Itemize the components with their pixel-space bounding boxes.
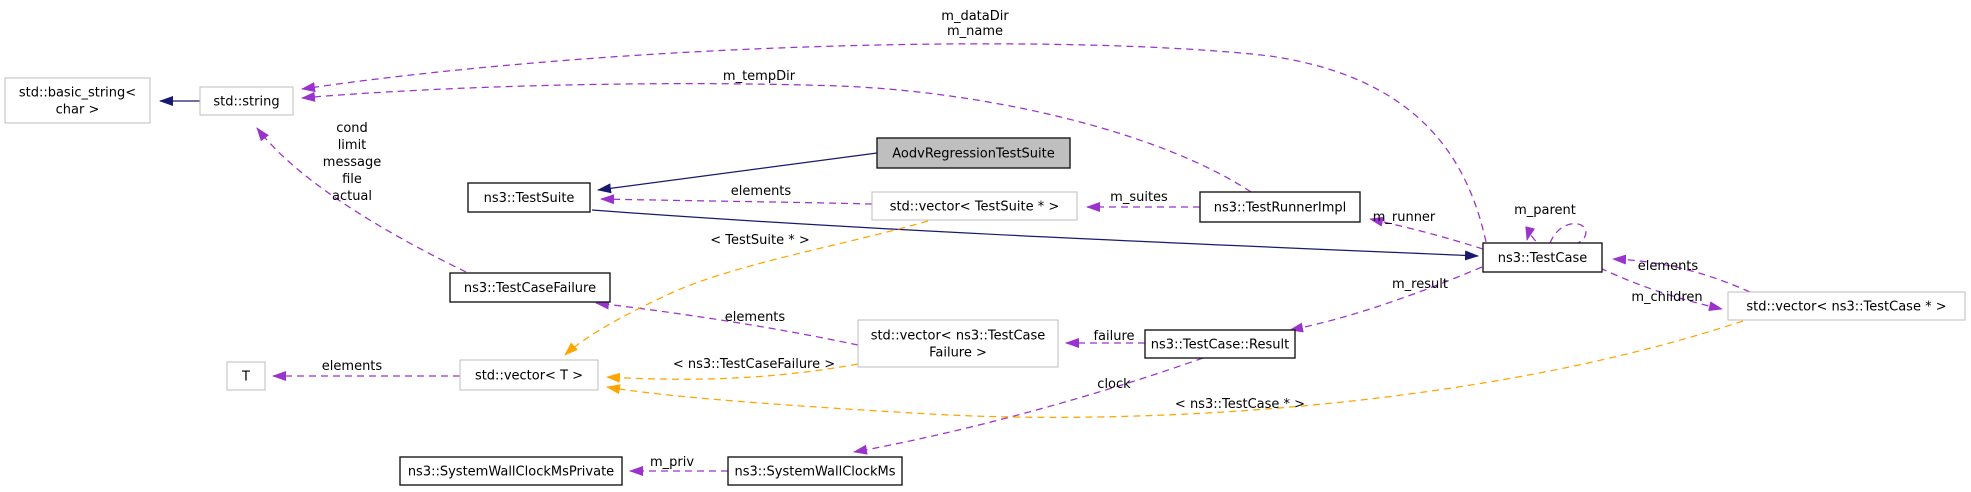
- edge-usage-elements-testcase: [1612, 254, 1751, 293]
- class-node-ns3-system-wall-clock-ms-private[interactable]: ns3::SystemWallClockMsPrivate: [399, 456, 623, 486]
- label-m-priv: m_priv: [650, 455, 694, 470]
- class-node-aodv-regression-test-suite: AodvRegressionTestSuite: [876, 137, 1071, 169]
- class-node-std-vector-t: std::vector< T >: [459, 359, 599, 391]
- class-node-std-basic-string: std::basic_string<char >: [4, 77, 151, 124]
- class-node-label-std-vector-ns3-testcasefailure: Failure >: [929, 346, 987, 361]
- class-node-box-ns3-test-case[interactable]: [1482, 242, 1603, 273]
- edge-template-ns3-testcasefailure: [606, 363, 859, 383]
- class-node-label-ns3-test-case-failure: ns3::TestCaseFailure: [464, 281, 596, 296]
- class-node-label-std-vector-ns3-testcase-ptr: std::vector< ns3::TestCase * >: [1746, 300, 1946, 315]
- edge-inherit-testsuite-testcase: [591, 209, 1479, 261]
- label-cond-limit-message-file-actual: limit: [338, 138, 367, 153]
- class-node-label-std-vector-t: std::vector< T >: [475, 369, 583, 384]
- edge-usage-elements-testsuite: [600, 194, 873, 205]
- class-node-box-ns3-system-wall-clock-ms[interactable]: [727, 456, 903, 486]
- class-node-box-ns3-test-case-failure[interactable]: [449, 272, 611, 303]
- edge-template-testsuite-ptr: [564, 220, 929, 356]
- class-node-std-vector-testsuite-ptr: std::vector< TestSuite * >: [871, 191, 1078, 221]
- class-node-ns3-test-case-result[interactable]: ns3::TestCase::Result: [1144, 329, 1296, 359]
- edge-usage-m-result: [1289, 266, 1483, 333]
- class-node-ns3-test-case[interactable]: ns3::TestCase: [1482, 242, 1603, 273]
- label-failure: failure: [1093, 329, 1134, 344]
- diagram-edges: [159, 43, 1751, 476]
- edge-inherit-aodv-testsuite: [597, 152, 878, 194]
- class-node-box-template-t: [226, 361, 266, 391]
- edge-usage-elements-testcasefailure: [595, 299, 859, 346]
- class-node-label-aodv-regression-test-suite: AodvRegressionTestSuite: [892, 147, 1054, 162]
- class-node-std-string: std::string: [199, 86, 294, 116]
- edge-usage-cond-limit-message-file-actual: [256, 127, 467, 273]
- class-node-box-std-vector-ns3-testcasefailure: [857, 319, 1059, 368]
- class-node-label-std-vector-ns3-testcasefailure: std::vector< ns3::TestCase: [871, 329, 1046, 344]
- class-node-ns3-system-wall-clock-ms[interactable]: ns3::SystemWallClockMs: [727, 456, 903, 486]
- label-cond-limit-message-file-actual: file: [342, 172, 362, 187]
- class-node-box-std-vector-testsuite-ptr: [871, 191, 1078, 221]
- class-node-label-std-string: std::string: [213, 95, 279, 110]
- label-m-dataDir-m-name: m_name: [947, 24, 1003, 39]
- class-node-label-std-vector-testsuite-ptr: std::vector< TestSuite * >: [890, 200, 1060, 215]
- label-m-tempDir: m_tempDir: [723, 69, 796, 84]
- label-cond-limit-message-file-actual: actual: [332, 189, 372, 204]
- label-template-testcasefailure: < ns3::TestCaseFailure >: [673, 357, 835, 372]
- class-node-box-ns3-test-runner-impl[interactable]: [1199, 191, 1361, 223]
- class-node-label-std-basic-string: std::basic_string<: [19, 86, 136, 101]
- class-node-label-template-t: T: [241, 370, 250, 385]
- class-node-box-std-vector-t: [459, 359, 599, 391]
- class-node-ns3-test-case-failure[interactable]: ns3::TestCaseFailure: [449, 272, 611, 303]
- class-node-label-ns3-test-case: ns3::TestCase: [1498, 251, 1587, 266]
- class-node-ns3-test-runner-impl[interactable]: ns3::TestRunnerImpl: [1199, 191, 1361, 223]
- diagram-nodes: std::basic_string<char > std::stringns3::…: [4, 77, 1966, 486]
- class-node-box-ns3-system-wall-clock-ms-private[interactable]: [399, 456, 623, 486]
- edge-usage-m-dataDir-m-name: [301, 43, 1487, 243]
- label-cond-limit-message-file-actual: message: [323, 155, 381, 170]
- label-cond-limit-message-file-actual: cond: [336, 121, 368, 136]
- label-elements-testsuite: elements: [731, 184, 792, 199]
- edge-template-ns3-testcase-ptr: [606, 320, 1744, 418]
- class-node-std-vector-ns3-testcasefailure: std::vector< ns3::TestCaseFailure >: [857, 319, 1059, 368]
- class-node-box-std-basic-string: [4, 77, 151, 124]
- class-node-label-std-basic-string: char >: [56, 103, 100, 118]
- class-node-box-std-vector-ns3-testcase-ptr: [1727, 291, 1966, 321]
- label-m-result: m_result: [1392, 277, 1448, 292]
- class-node-std-vector-ns3-testcase-ptr: std::vector< ns3::TestCase * >: [1727, 291, 1966, 321]
- class-node-label-ns3-test-case-result: ns3::TestCase::Result: [1151, 338, 1289, 353]
- class-node-box-aodv-regression-test-suite: [876, 137, 1071, 169]
- class-node-label-ns3-system-wall-clock-ms: ns3::SystemWallClockMs: [734, 465, 895, 480]
- class-node-ns3-test-suite[interactable]: ns3::TestSuite: [467, 182, 591, 213]
- label-m-dataDir-m-name: m_dataDir: [941, 9, 1009, 24]
- label-m-parent: m_parent: [1514, 203, 1576, 218]
- class-node-label-ns3-test-runner-impl: ns3::TestRunnerImpl: [1214, 201, 1347, 216]
- label-m-suites: m_suites: [1110, 190, 1168, 205]
- label-elements-t: elements: [322, 359, 383, 374]
- label-elements-testcasefailure: elements: [725, 310, 786, 325]
- edge-usage-m-tempDir: [301, 83, 1252, 193]
- class-node-template-t: T: [226, 361, 266, 391]
- class-node-box-std-string: [199, 86, 294, 116]
- label-template-testsuite-ptr: < TestSuite * >: [710, 233, 809, 248]
- class-node-label-ns3-system-wall-clock-ms-private: ns3::SystemWallClockMsPrivate: [408, 465, 614, 480]
- edge-usage-m-children: [1599, 267, 1723, 312]
- label-m-children: m_children: [1631, 290, 1702, 305]
- class-node-box-ns3-test-suite[interactable]: [467, 182, 591, 213]
- label-template-testcase-ptr: < ns3::TestCase * >: [1175, 397, 1305, 412]
- class-node-box-ns3-test-case-result[interactable]: [1144, 329, 1296, 359]
- label-elements-testcase: elements: [1638, 259, 1699, 274]
- class-node-label-ns3-test-suite: ns3::TestSuite: [484, 191, 575, 206]
- label-clock: clock: [1097, 377, 1131, 392]
- label-m-runner: m_runner: [1373, 210, 1436, 225]
- edge-usage-clock: [853, 357, 1204, 455]
